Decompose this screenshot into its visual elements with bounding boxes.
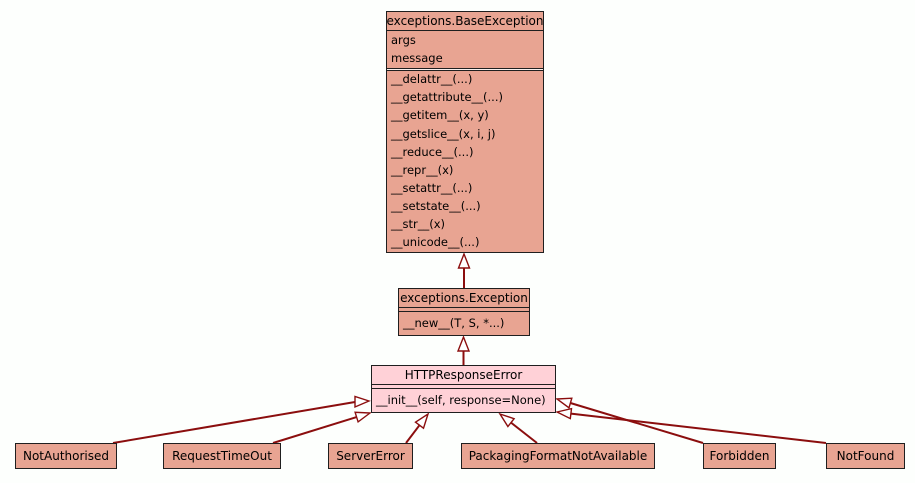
inheritance-edge [554, 407, 827, 444]
class-attributes-empty [372, 385, 555, 389]
member-label: __init__(self, response=None) [376, 392, 546, 407]
class-methods: __init__(self, response=None) [372, 389, 555, 412]
class-box-requesttimeout: RequestTimeOut [163, 443, 281, 469]
inheritance-edge [405, 412, 430, 444]
member-label: __unicode__(...) [391, 235, 480, 250]
class-title: NotFound [836, 449, 895, 463]
member-label: args [391, 32, 416, 47]
member-label: message [391, 51, 443, 65]
inheritance-edge [457, 252, 471, 288]
member-label: __delattr__(...) [391, 72, 473, 87]
inheritance-edge [456, 335, 471, 365]
class-box-servererror: ServerError [328, 443, 413, 469]
class-box-exceptions-exception: exceptions.Exception __new__(T, S, *...) [398, 288, 530, 336]
inheritance-edge [555, 397, 704, 444]
inheritance-edge [498, 412, 538, 444]
class-title: ServerError [336, 449, 405, 463]
class-attributes: args message [387, 31, 543, 69]
member-label: __setstate__(...) [391, 198, 481, 213]
class-methods: __new__(T, S, *...) [399, 312, 529, 335]
member-label: __getslice__(x, i, j) [391, 126, 496, 141]
class-title: exceptions.BaseException [387, 12, 544, 31]
class-box-forbidden: Forbidden [703, 443, 776, 469]
class-box-exceptions-baseexception: exceptions.BaseException args message __d… [386, 11, 544, 253]
class-box-httpresponseerror: HTTPResponseError __init__(self, respons… [371, 365, 556, 413]
class-box-packagingformatnotavailable: PackagingFormatNotAvailable [461, 443, 655, 469]
class-title: RequestTimeOut [172, 449, 272, 463]
inheritance-edge [112, 395, 371, 444]
member-label: __reduce__(...) [391, 144, 474, 159]
class-title: exceptions.Exception [399, 289, 529, 308]
class-title: PackagingFormatNotAvailable [468, 449, 648, 463]
compartment-divider [387, 69, 543, 71]
class-box-notfound: NotFound [826, 443, 905, 469]
member-label: __str__(x) [391, 217, 446, 232]
member-label: __setattr__(...) [391, 180, 473, 195]
class-title: Forbidden [709, 449, 770, 463]
class-box-notauthorised: NotAuthorised [15, 443, 117, 469]
class-attributes-empty [399, 308, 529, 312]
member-label: __getitem__(x, y) [391, 108, 489, 123]
class-title: NotAuthorised [22, 449, 109, 463]
inheritance-edge [272, 411, 372, 444]
class-methods: __delattr__(...) __getattribute__(...) __g… [387, 71, 543, 252]
member-label: __new__(T, S, *...) [403, 315, 505, 330]
member-label: __getattribute__(...) [391, 90, 503, 105]
class-title: HTTPResponseError [372, 366, 555, 385]
member-label: __repr__(x) [391, 162, 454, 177]
